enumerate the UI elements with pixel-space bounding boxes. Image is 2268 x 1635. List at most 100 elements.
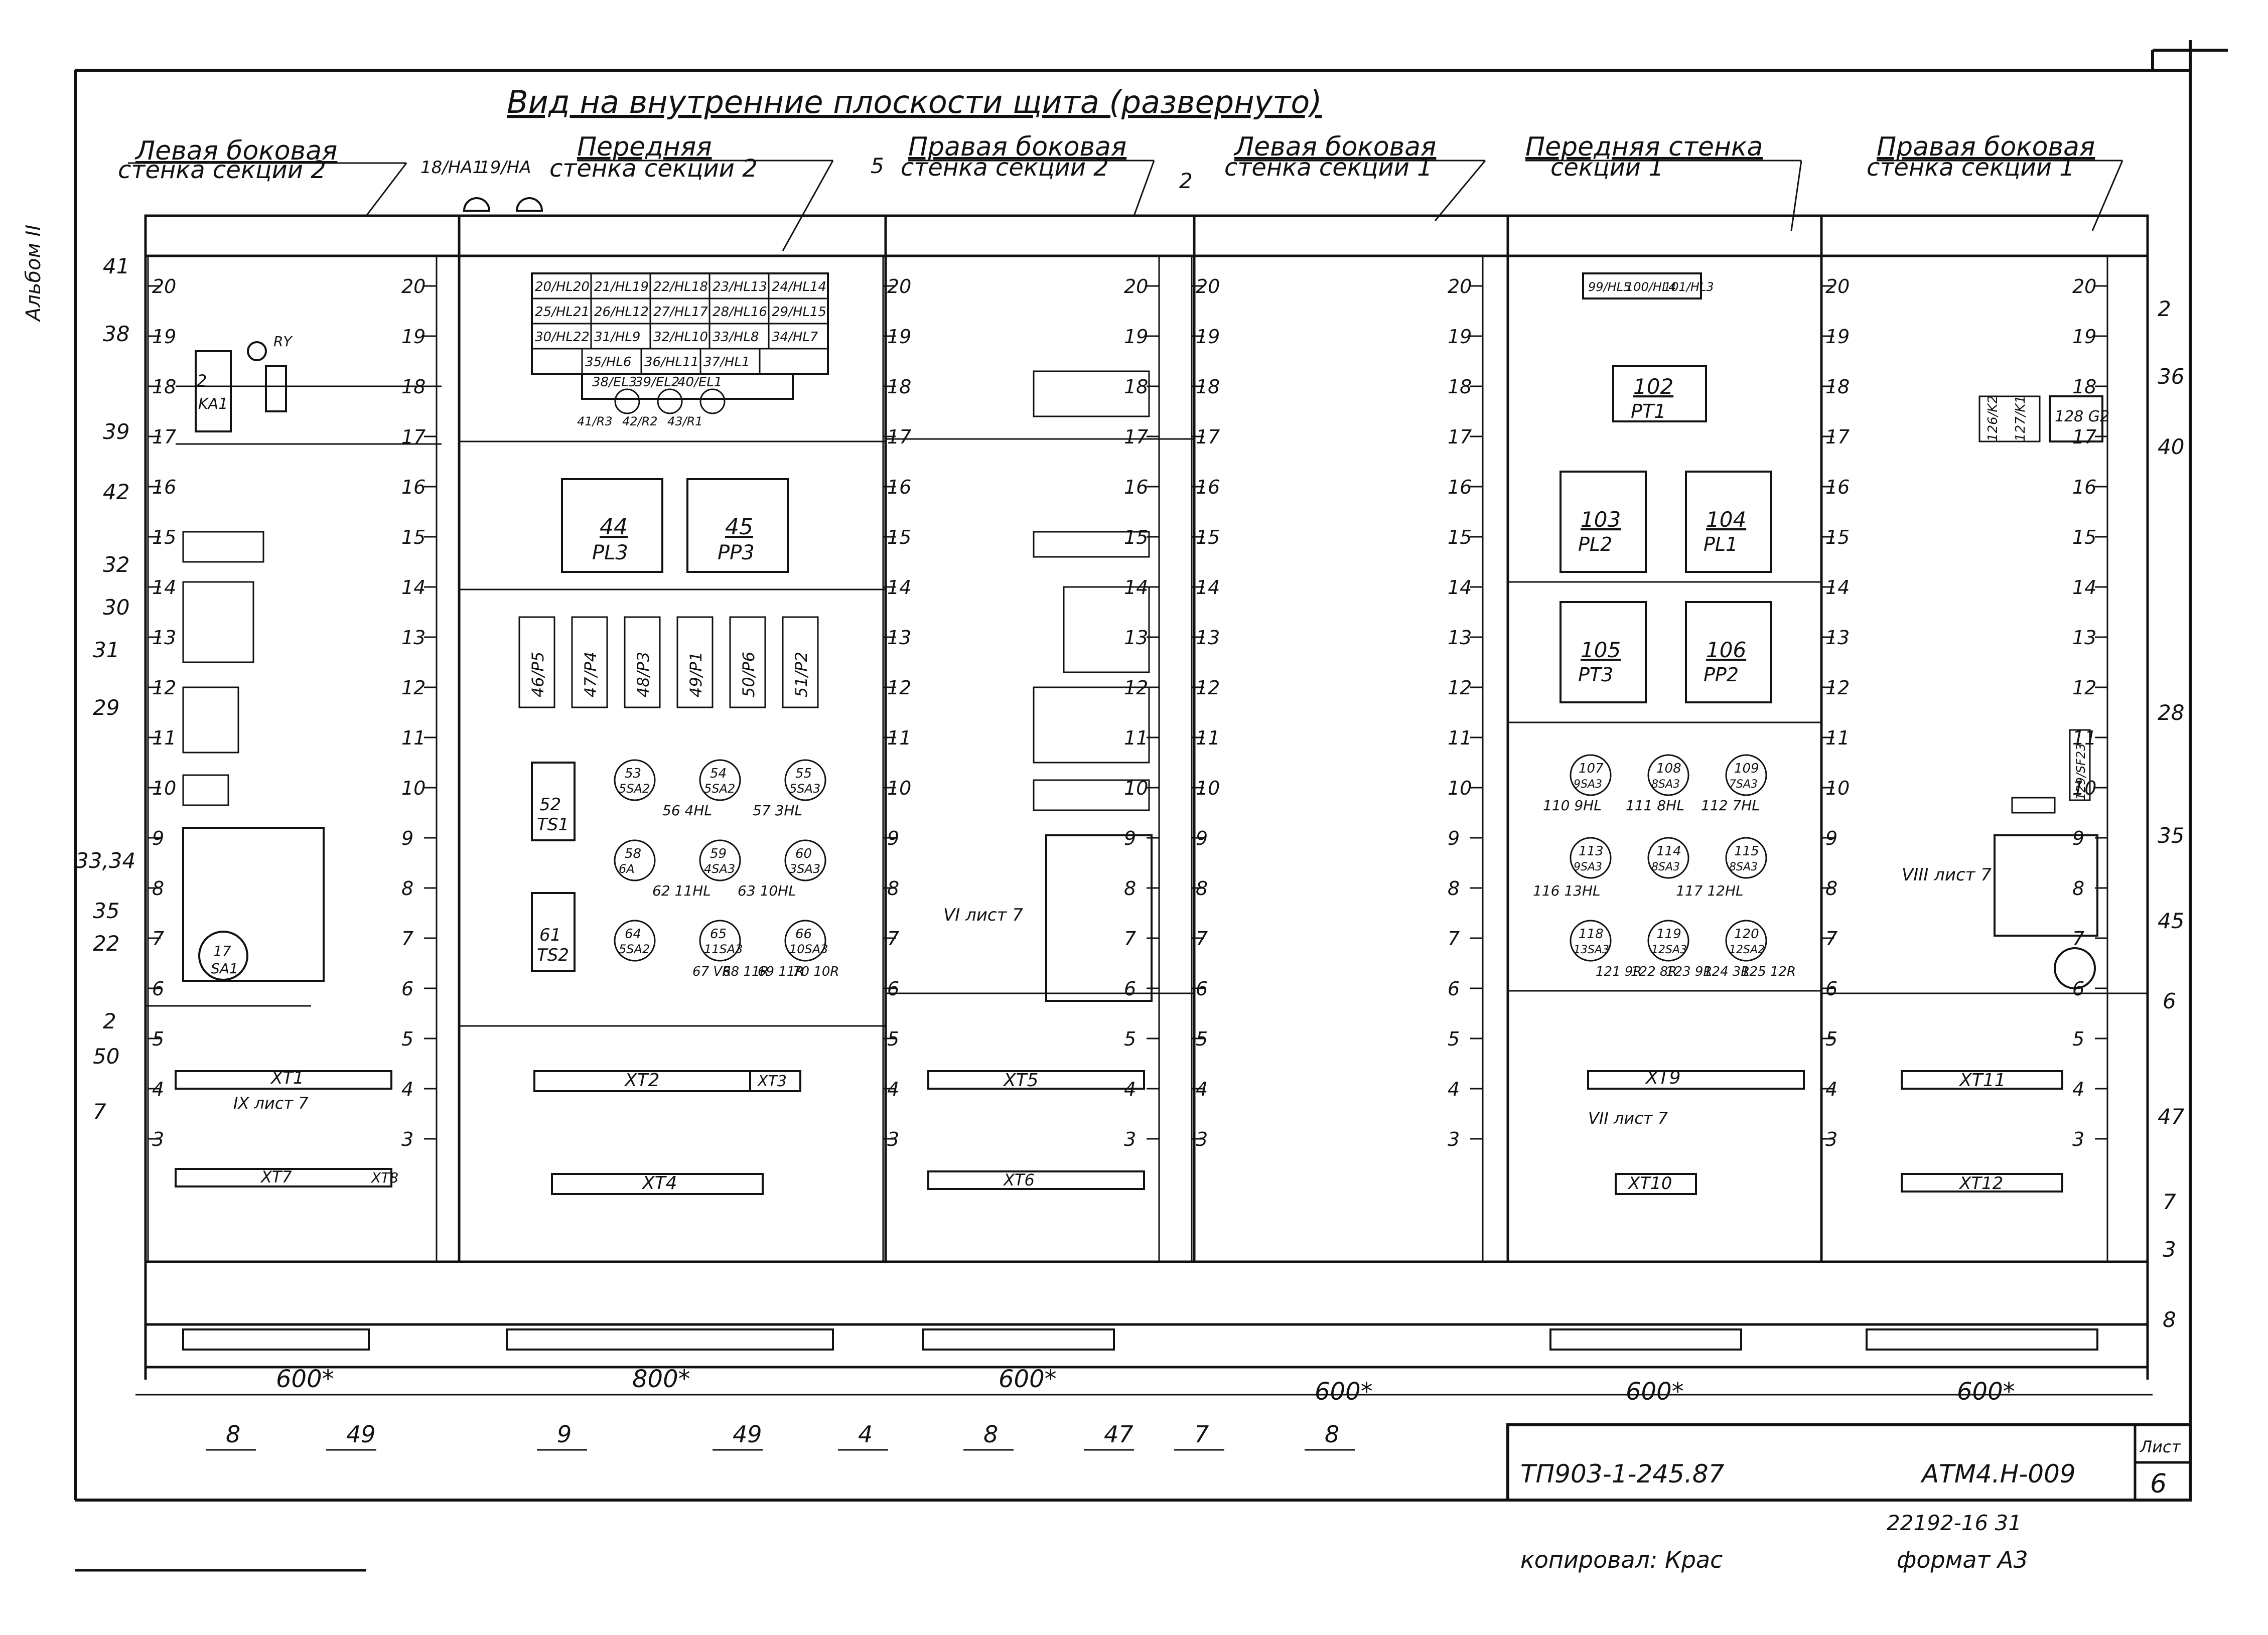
switch-66 — [784, 920, 826, 962]
el-lamp-label-1: 39/EL2 — [635, 375, 679, 390]
res-69: 69 11R — [758, 964, 804, 979]
lamp-10hl: 63 10HL — [738, 882, 796, 899]
ruler-tick-5-15: 5 — [1448, 1028, 1460, 1050]
el-lamp-2 — [699, 388, 726, 414]
svg-text:PT1: PT1 — [1631, 400, 1666, 422]
svg-text:PL1: PL1 — [1704, 533, 1738, 555]
ruler-tick-5-16: 4 — [1448, 1078, 1460, 1100]
ruler-tick-3-3: 17 — [1124, 426, 1148, 448]
terminal-xt10: XT10 — [1627, 1173, 1672, 1194]
panel-2-content — [459, 272, 886, 1195]
terminal-xt5: XT5 — [1003, 1070, 1039, 1091]
svg-text:53: 53 — [625, 766, 641, 781]
res-68: 68 11R — [723, 964, 769, 979]
callout-7: 7 — [93, 1099, 106, 1124]
ruler-tick-1-4: 16 — [401, 476, 426, 498]
panel-5-content — [1508, 272, 1821, 1195]
lamp-cell-1-3: 28/HL16 — [713, 305, 767, 320]
callout-2-top: 2 — [1179, 169, 1193, 193]
switches-s2: 535SA2545SA2555SA3586A594SA3603SA3645SA2… — [614, 759, 828, 962]
panel-5-label: Передняя стенка — [1525, 132, 1763, 162]
callout-r-36: 36 — [2158, 364, 2184, 389]
lamp-13hl: 116 13HL — [1533, 882, 1601, 899]
ruler-tick-5-7: 13 — [1448, 627, 1472, 649]
sf23: 129/SF23 — [2074, 744, 2088, 800]
lamp-cell-2-3: 33/HL8 — [713, 330, 759, 345]
svg-text:119: 119 — [1656, 927, 1681, 942]
svg-text:11SA3: 11SA3 — [704, 942, 743, 956]
res-70: 70 10R — [793, 964, 839, 979]
ruler-tick-3-2: 18 — [1124, 376, 1148, 398]
ruler-tick-7-2: 18 — [2072, 376, 2096, 398]
callout-r-35: 35 — [2158, 823, 2184, 848]
lamp-8hl: 111 8HL — [1626, 797, 1684, 814]
title-block: ТП903-1-245.87 АТМ4.Н-009 Лист 6 22192-1… — [75, 1423, 2192, 1573]
relay-k2: 126/K2 — [1986, 395, 2001, 441]
ruler-tick-5-5: 15 — [1448, 526, 1472, 548]
width-panel-5: 600* — [1626, 1378, 1684, 1406]
ruler-tick-1-0: 20 — [401, 275, 426, 298]
lamp-ha1: 18/HA1 — [420, 158, 483, 178]
ruler-tick-3-4: 16 — [1124, 476, 1148, 498]
callout-2: 2 — [103, 1009, 116, 1033]
switch-114 — [1647, 837, 1689, 879]
svg-text:113: 113 — [1579, 844, 1604, 859]
svg-text:12SA3: 12SA3 — [1651, 944, 1687, 956]
callout-50: 50 — [93, 1044, 119, 1069]
panel-labels: Левая боковая стенка секции 2 Передняя с… — [118, 132, 2095, 184]
switches-s1: 1079SA31088SA31097SA31139SA31148SA31158S… — [1570, 754, 1767, 962]
panel-6-label: Правая боковая — [1877, 132, 2095, 162]
svg-text:8SA3: 8SA3 — [1651, 861, 1680, 873]
terminal-xt9: XT9 — [1645, 1068, 1681, 1088]
lamp-s1-0: 99/HL5 — [1588, 280, 1631, 294]
switch-115 — [1725, 837, 1767, 879]
device-102: 102 — [1633, 374, 1673, 399]
stamp-code: АТМ4.Н-009 — [1920, 1459, 2076, 1489]
lamp-cell-1-1: 26/HL12 — [594, 305, 649, 320]
relay-1: 47/P4 — [581, 652, 600, 697]
ruler-tick-3-9: 11 — [1124, 727, 1148, 749]
side-mark: Альбом II — [22, 225, 45, 323]
lamp-cell-1-2: 27/HL17 — [653, 305, 708, 320]
ruler-tick-7-15: 5 — [2072, 1028, 2084, 1050]
lamp-cell-0-2: 22/HL18 — [653, 279, 708, 294]
svg-text:6A: 6A — [619, 862, 635, 876]
terminal-xt8: XT8 — [370, 1169, 398, 1186]
lamp-ha: 19/HA — [479, 158, 531, 178]
terminal-xt7: XT7 — [260, 1167, 292, 1186]
ruler-tick-5-4: 16 — [1448, 476, 1472, 498]
ruler-tick-3-15: 5 — [1124, 1028, 1136, 1050]
unit-g2: 128 G2 — [2055, 408, 2109, 425]
lamp-cell-2-1: 31/HL9 — [594, 330, 640, 345]
stamp-copied: копировал: Крас — [1520, 1546, 1723, 1573]
lamps-s1: 110 9HL 111 8HL 112 7HL 116 13HL 117 12H… — [1533, 797, 1760, 899]
ruler-tick-7-13: 7 — [2072, 928, 2084, 950]
ruler-tick-1-9: 11 — [401, 727, 426, 749]
device-106: 106 — [1706, 638, 1746, 662]
ruler-tick-1-13: 7 — [401, 928, 413, 950]
svg-text:9SA3: 9SA3 — [1574, 861, 1602, 873]
sheet-ref-ix: IX лист 7 — [233, 1094, 309, 1113]
ruler-tick-1-6: 14 — [401, 576, 426, 599]
svg-text:59: 59 — [710, 846, 727, 861]
bottom-callout-3: 49 — [733, 1421, 762, 1448]
switch-55 — [784, 759, 826, 801]
lamp-7hl: 112 7HL — [1701, 797, 1760, 814]
svg-text:120: 120 — [1734, 927, 1759, 942]
ruler-tick-3-12: 8 — [1124, 877, 1136, 900]
ruler-tick-1-12: 8 — [401, 877, 413, 900]
ruler-tick-7-7: 13 — [2072, 627, 2096, 649]
lamp-cell-0-1: 21/HL19 — [594, 279, 649, 294]
ruler-tick-1-17: 3 — [401, 1128, 413, 1150]
svg-text:10SA3: 10SA3 — [789, 942, 828, 956]
switch-60 — [784, 839, 826, 881]
lamp-cell-3-1: 36/HL11 — [644, 355, 699, 370]
ruler-tick-5-2: 18 — [1448, 376, 1472, 398]
switch-58 — [614, 839, 656, 881]
ruler-tick-3-11: 9 — [1124, 827, 1136, 849]
